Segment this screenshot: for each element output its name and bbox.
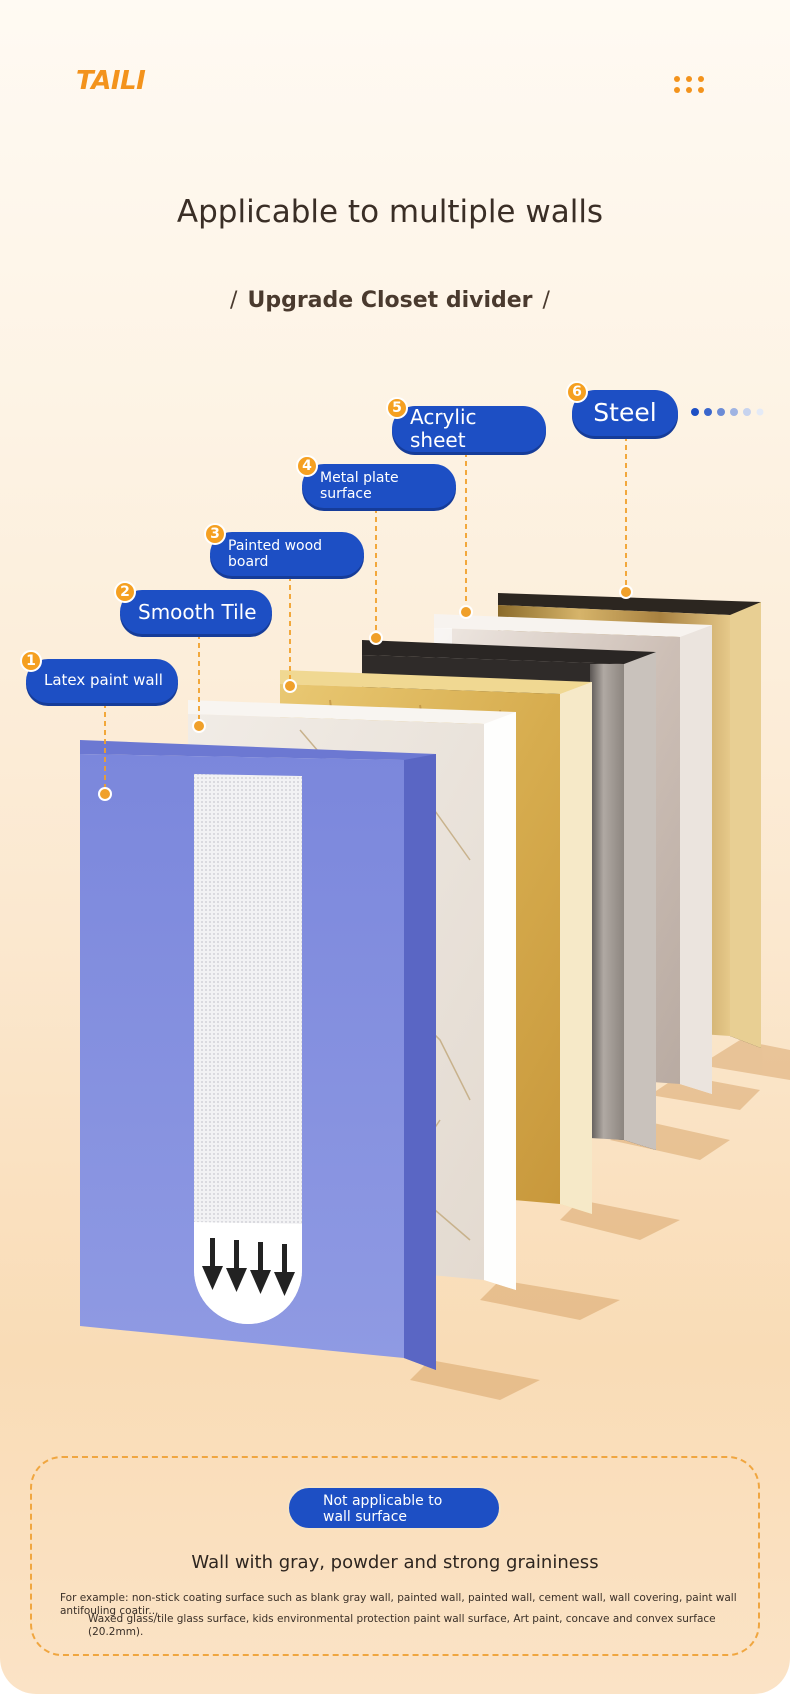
not-applicable-heading: Wall with gray, powder and strong graini… [191, 1552, 599, 1573]
down-arrows-icon [202, 1238, 295, 1296]
surface-badge-4: 4 [296, 455, 318, 477]
surface-tag-3-label: Painted wood board [228, 537, 323, 570]
not-applicable-example-1: For example: non-stick coating surface s… [60, 1592, 737, 1618]
surface-tag-6: Steel [572, 390, 678, 436]
surface-badge-2: 2 [114, 581, 136, 603]
surface-tag-4: Metal plate surface [302, 464, 456, 508]
not-applicable-pill-label: Not applicable to wall surface [323, 1493, 443, 1526]
brand-logo[interactable]: TAILI [76, 66, 146, 96]
page-subtitle: / Upgrade Closet divider / [0, 288, 780, 313]
subtitle-slash-left: / [230, 288, 238, 313]
surface-badge-1: 1 [20, 650, 42, 672]
surface-tag-1-label: Latex paint wall [44, 671, 163, 690]
leader-dots [98, 585, 633, 801]
surface-tag-1: Latex paint wall [26, 659, 178, 703]
surface-tag-6-label: Steel [593, 397, 657, 427]
leader-lines [104, 436, 627, 790]
surface-tag-4-label: Metal plate surface [320, 469, 399, 502]
not-applicable-pill: Not applicable to wall surface [287, 1486, 501, 1530]
surface-tag-2: Smooth Tile [120, 590, 272, 634]
more-dots-indicator [691, 408, 764, 416]
page-title: Applicable to multiple walls [176, 194, 604, 230]
grid-dots-icon[interactable] [674, 76, 708, 96]
surface-badge-6: 6 [566, 381, 588, 403]
surface-tag-5: Acrylic sheet [392, 406, 546, 452]
not-applicable-example-2: Waxed glass/tile glass surface, kids env… [88, 1613, 716, 1639]
surface-tag-2-label: Smooth Tile [138, 599, 257, 624]
surface-badge-3: 3 [204, 523, 226, 545]
subtitle-slash-right: / [542, 288, 550, 313]
not-applicable-box [30, 1456, 760, 1656]
surface-badge-5: 5 [386, 397, 408, 419]
surface-tag-3: Painted wood board [210, 532, 364, 576]
subtitle-text: Upgrade Closet divider [247, 288, 533, 313]
surface-tag-5-label: Acrylic sheet [410, 405, 477, 452]
adhesive-hook-strip [194, 774, 302, 1324]
